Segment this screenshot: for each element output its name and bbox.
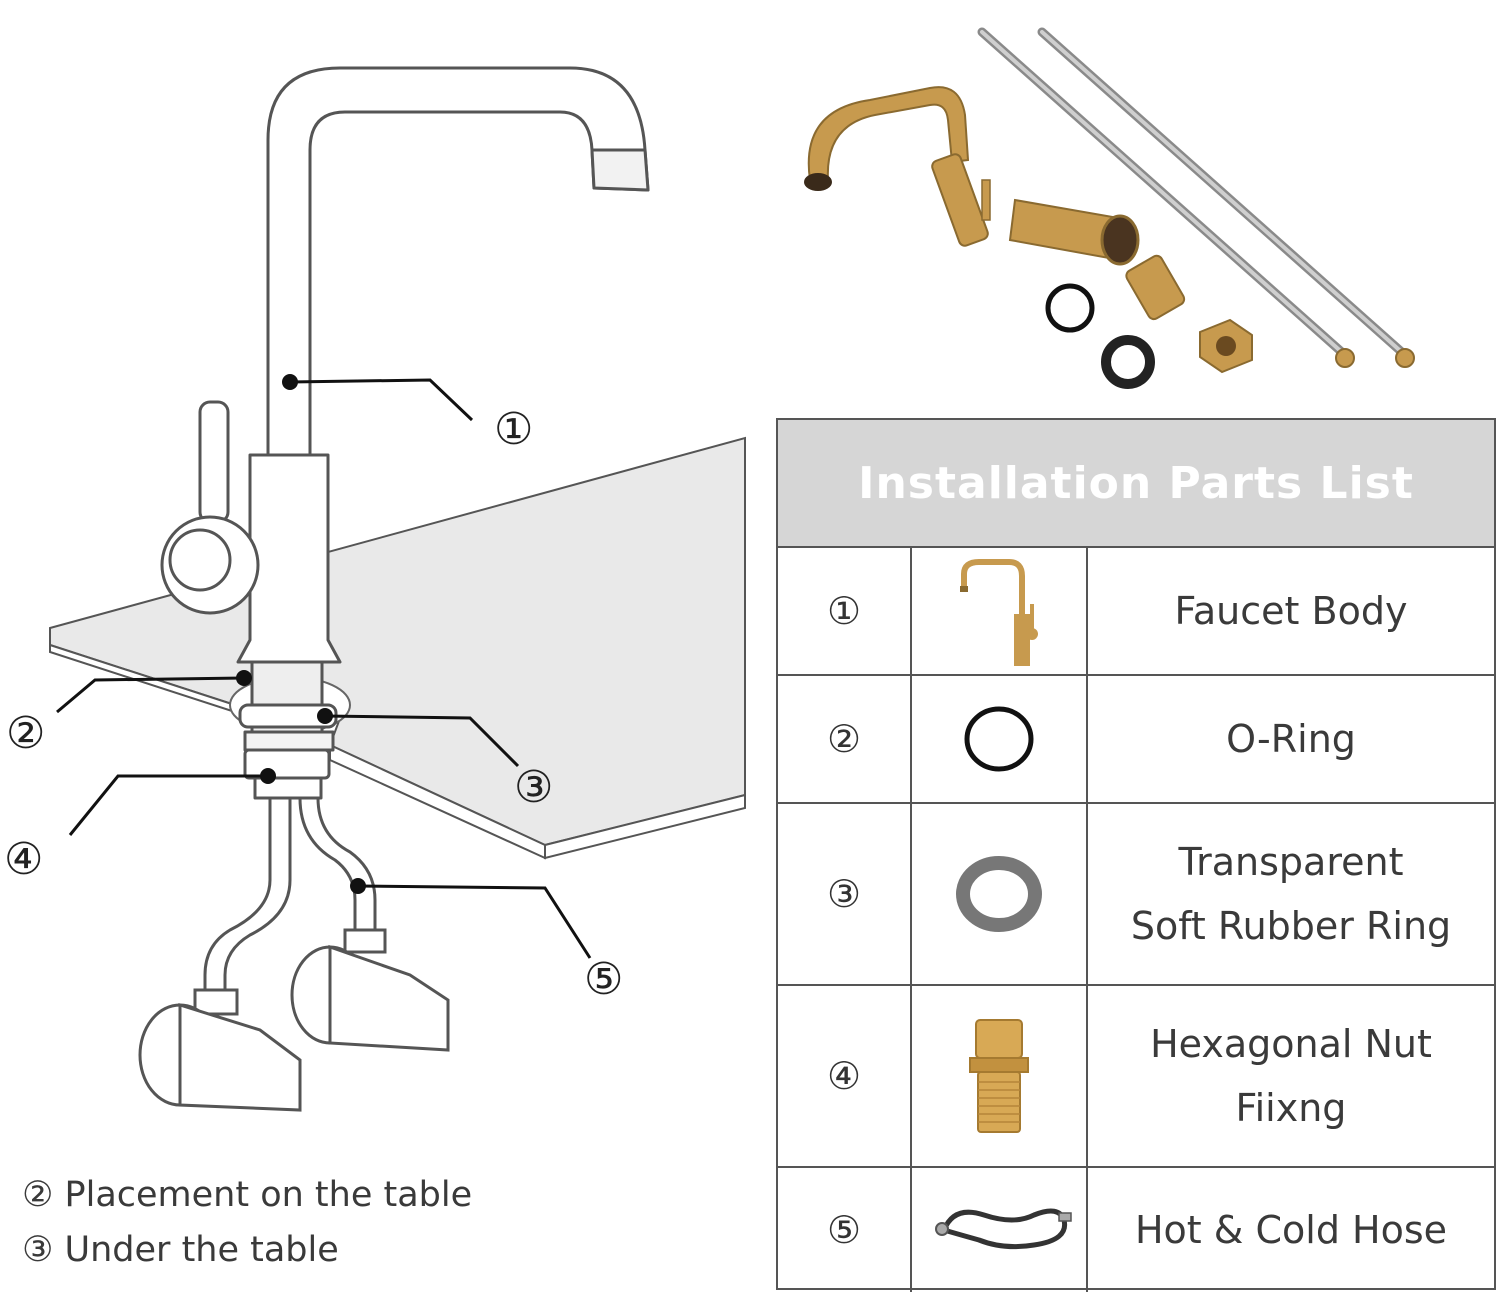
table-row: ③ Transparent Soft Rubber Ring xyxy=(778,804,1494,986)
note-under: ③ Under the table xyxy=(22,1230,339,1270)
table-header: Installation Parts List xyxy=(778,420,1494,548)
faucet-icon xyxy=(912,548,1088,674)
row-number: ④ xyxy=(778,986,912,1166)
row-number: ② xyxy=(778,676,912,802)
countertop xyxy=(49,436,746,860)
parts-photo xyxy=(804,27,1415,389)
leader-dots xyxy=(236,374,366,894)
row-name: Transparent Soft Rubber Ring xyxy=(1130,840,1452,948)
o-ring-photo xyxy=(1045,283,1095,333)
hose-icon xyxy=(912,1168,1088,1292)
callout-3: ③ xyxy=(514,762,554,813)
rubber-ring-photo xyxy=(1101,335,1155,389)
hex-nut-icon xyxy=(912,986,1088,1166)
table-row: ① Faucet Body xyxy=(778,548,1494,676)
note-placement: ② Placement on the table xyxy=(22,1175,473,1215)
row-name: Hexagonal Nut Fiixng xyxy=(1150,1022,1432,1130)
o-ring-icon xyxy=(912,676,1088,802)
callout-2: ② xyxy=(6,708,46,759)
brass-sleeve-photo xyxy=(1125,254,1186,321)
callout-5: ⑤ xyxy=(584,954,624,1005)
row-name: Faucet Body xyxy=(1174,589,1408,633)
row-number: ① xyxy=(778,548,912,674)
row-number: ③ xyxy=(778,804,912,984)
rubber-ring-icon xyxy=(912,804,1088,984)
brass-faucet-photo xyxy=(804,86,1140,266)
row-name: Hot & Cold Hose xyxy=(1134,1208,1448,1252)
row-name: O-Ring xyxy=(1226,717,1356,761)
valves-drawing xyxy=(138,928,450,1112)
hose-pair xyxy=(977,27,1415,368)
parts-list-table: Installation Parts List ① Faucet Body ② … xyxy=(776,418,1496,1292)
table-title: Installation Parts List xyxy=(858,457,1414,509)
placement-notes: ② Placement on the table ③ Under the tab… xyxy=(22,1168,472,1278)
callout-1: ① xyxy=(494,404,534,455)
callout-4: ④ xyxy=(4,834,44,885)
table-row: ④ Hexagonal Nut Fiixng xyxy=(778,986,1494,1168)
installation-diagram xyxy=(49,66,746,1112)
row-number: ⑤ xyxy=(778,1168,912,1292)
table-row: ② O-Ring xyxy=(778,676,1494,804)
table-row: ⑤ Hot & Cold Hose xyxy=(778,1168,1494,1292)
leader-lines xyxy=(56,378,592,959)
